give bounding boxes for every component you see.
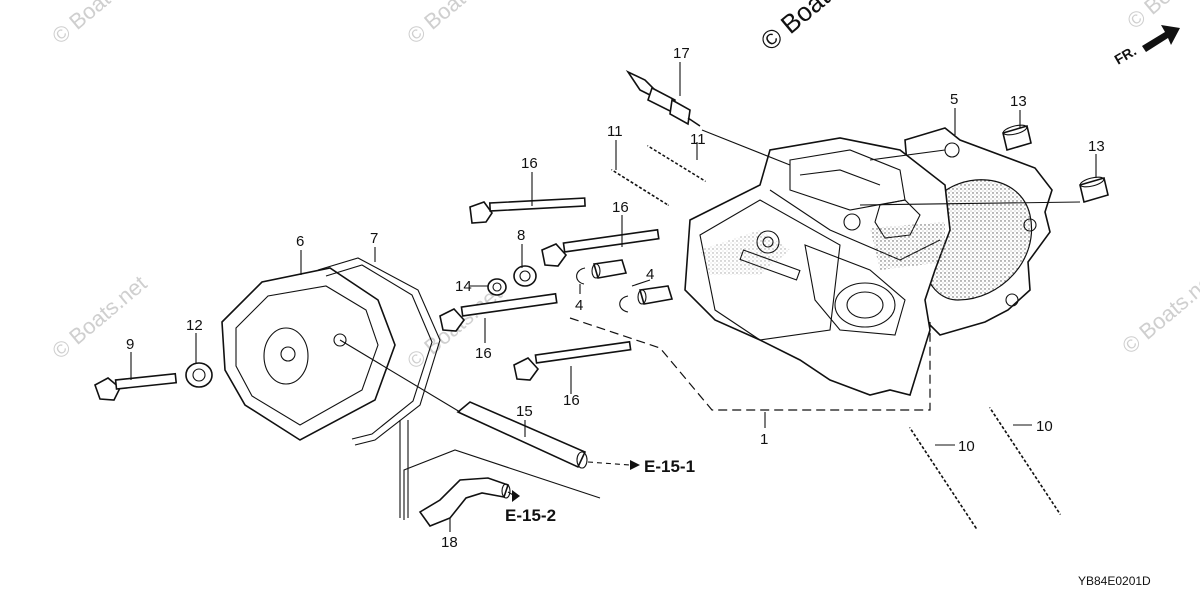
callout-label: 10 (958, 438, 975, 455)
stud (908, 427, 978, 529)
watermark-text: © Boats.net (47, 271, 151, 364)
sealing-washer (185, 362, 213, 388)
callout-label: 12 (186, 317, 203, 334)
special-bolt (94, 372, 178, 401)
clip (576, 267, 629, 313)
callout-label: 16 (612, 199, 629, 216)
callout-label: 16 (475, 345, 492, 362)
front-orientation-mark: FR. (1112, 25, 1180, 68)
diagram-code: YB84E0201D (1078, 574, 1151, 588)
stud (647, 144, 706, 183)
callout-label: 9 (126, 336, 134, 353)
watermark-text: © Boats.net (402, 0, 506, 49)
valve-guide-dowel (591, 259, 628, 279)
callout-label: 4 (575, 297, 583, 314)
watermark-text: © Boats.net (47, 0, 151, 49)
flange-bolt (439, 292, 558, 332)
flange-bolt (513, 340, 632, 381)
flange-bolt (469, 197, 586, 224)
callout-label: 10 (1036, 418, 1053, 435)
front-label: FR. (1112, 42, 1140, 67)
callout-label: 11 (690, 131, 706, 148)
stud (988, 407, 1062, 515)
head-cover-gasket (317, 257, 441, 446)
stud (611, 168, 669, 207)
flange-bolt (541, 228, 660, 267)
watermark-text-dark: © Boats.net (755, 0, 879, 57)
callout-label: 15 (516, 403, 533, 420)
callout-label: 4 (646, 266, 654, 283)
callout-label: 13 (1010, 93, 1027, 110)
watermark-text: © Boats.net (1117, 266, 1200, 359)
nut (487, 278, 507, 296)
callout-label: 13 (1088, 138, 1105, 155)
front-arrow-icon (1142, 25, 1180, 52)
callout-label: 18 (441, 534, 458, 551)
callout-label: 14 (455, 278, 472, 295)
head-gasket (904, 127, 1053, 336)
callout-label: 17 (673, 45, 690, 62)
watermark-text: © Boats.net (1122, 0, 1200, 34)
assembly-boundary (569, 317, 931, 411)
callout-label: 1 (760, 431, 768, 448)
reference-e15-2-label[interactable]: E-15-2 (505, 506, 556, 525)
leader-lines (130, 62, 1097, 532)
callout-label: 8 (517, 227, 525, 244)
dowel-pin (1079, 176, 1109, 204)
dowel-pin (1002, 124, 1032, 152)
callout-label: 16 (563, 392, 580, 409)
head-cover (221, 267, 396, 441)
washer (513, 265, 537, 287)
breather-tube (456, 401, 588, 469)
breather-tube (418, 477, 511, 527)
spark-plug (625, 70, 701, 127)
valve-guide-dowel (637, 285, 674, 305)
callout-labels: 17 11 11 16 16 8 14 4 4 16 16 5 13 13 6 … (126, 45, 1105, 551)
callout-label: 5 (950, 91, 958, 108)
callout-label: 11 (607, 123, 623, 140)
callout-label: 6 (296, 233, 304, 250)
reference-e15-1-label[interactable]: E-15-1 (644, 457, 695, 476)
callout-label: 16 (521, 155, 538, 172)
cylinder-head (684, 137, 951, 396)
callout-label: 7 (370, 230, 378, 247)
